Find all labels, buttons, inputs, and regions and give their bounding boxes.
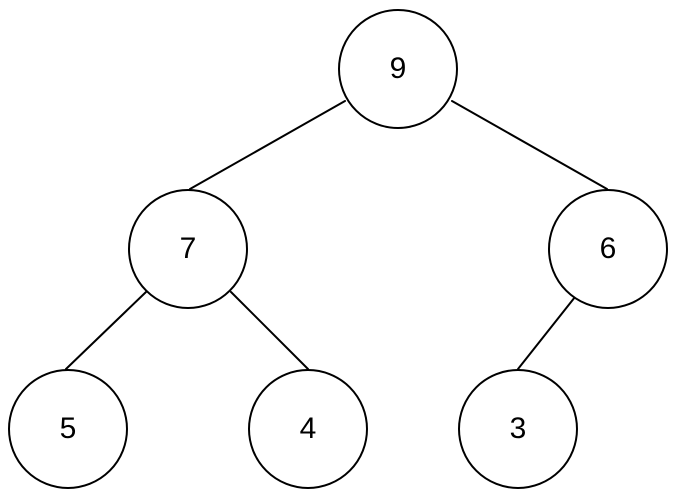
edge-root-right — [451, 100, 608, 190]
node-label-right: 6 — [599, 232, 617, 265]
tree-node-left: 7 — [128, 189, 248, 309]
tree-node-right: 6 — [548, 189, 668, 309]
edge-right-rl — [517, 296, 576, 370]
tree-node-right-left: 3 — [458, 369, 578, 489]
node-label-left: 7 — [179, 232, 197, 265]
node-label-left-right: 4 — [299, 412, 317, 445]
edge-left-ll — [65, 291, 147, 370]
tree-node-root: 9 — [338, 9, 458, 129]
tree-node-left-left: 5 — [8, 369, 128, 489]
node-label-right-left: 3 — [509, 412, 527, 445]
tree-node-left-right: 4 — [248, 369, 368, 489]
edge-left-lr — [230, 291, 309, 370]
node-label-root: 9 — [389, 52, 407, 85]
edge-root-left — [189, 100, 346, 190]
node-label-left-left: 5 — [59, 412, 77, 445]
